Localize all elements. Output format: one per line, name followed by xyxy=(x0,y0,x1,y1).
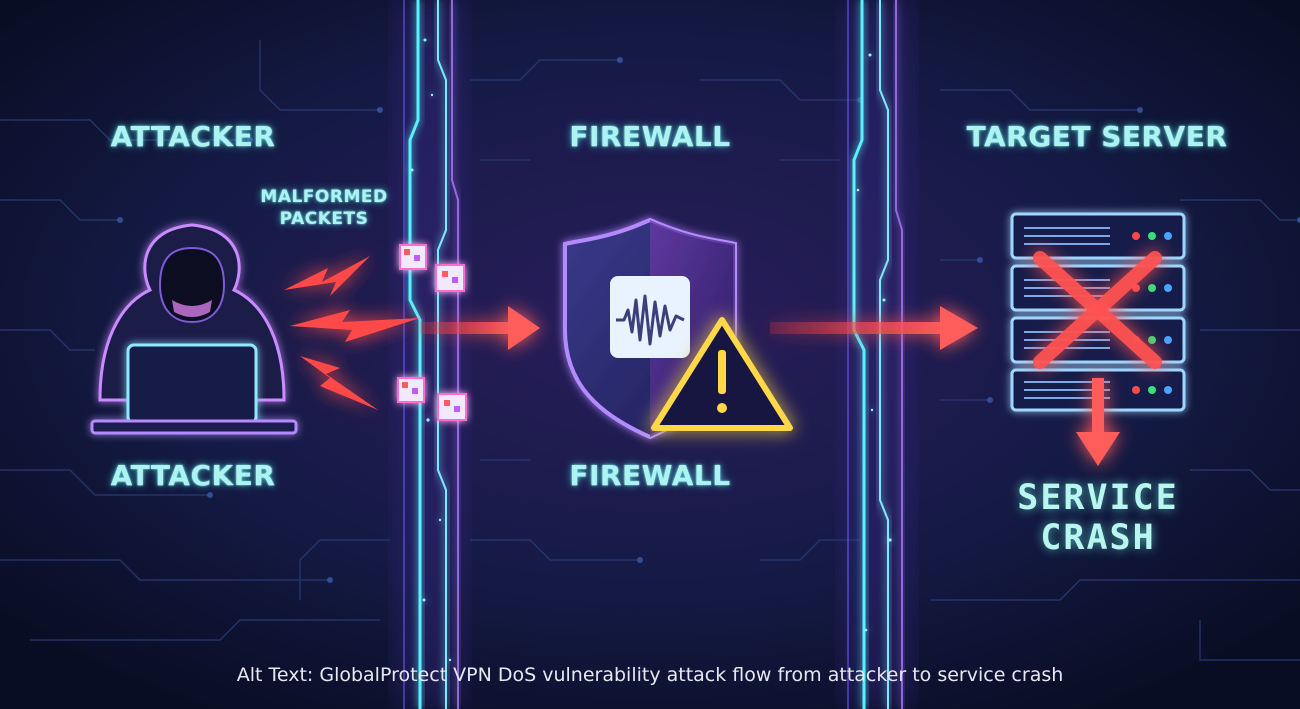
arrow-icon xyxy=(770,306,978,350)
firewall-caption: FIREWALL xyxy=(569,459,731,492)
malformed-packets-label: MALFORMED PACKETS xyxy=(260,186,387,230)
right-energy-beam xyxy=(842,0,912,709)
left-energy-beam xyxy=(395,0,465,709)
crash-line2: CRASH xyxy=(1040,518,1156,558)
circuit-traces xyxy=(0,40,1300,661)
packet-icon xyxy=(397,244,467,421)
laptop-icon xyxy=(90,343,298,435)
beam-particles xyxy=(410,38,892,662)
waveform-icon xyxy=(610,276,690,358)
target-server-heading: TARGET SERVER xyxy=(966,120,1228,153)
lightning-bolt-icon xyxy=(284,256,420,410)
malformed-label-line1: MALFORMED xyxy=(260,187,388,207)
arrow-icon xyxy=(420,306,540,350)
alt-text-caption: Alt Text: GlobalProtect VPN DoS vulnerab… xyxy=(236,664,1064,686)
attacker-heading: ATTACKER xyxy=(110,120,276,153)
crash-line1: SERVICE xyxy=(1017,478,1179,518)
x-mark-icon xyxy=(1033,251,1162,369)
malformed-label-line2: PACKETS xyxy=(279,209,369,229)
firewall-heading: FIREWALL xyxy=(569,120,731,153)
attacker-caption: ATTACKER xyxy=(110,459,276,492)
warning-icon xyxy=(651,317,793,431)
service-crash-label: SERVICE CRASH xyxy=(1017,478,1179,558)
arrow-icon xyxy=(1076,378,1120,466)
